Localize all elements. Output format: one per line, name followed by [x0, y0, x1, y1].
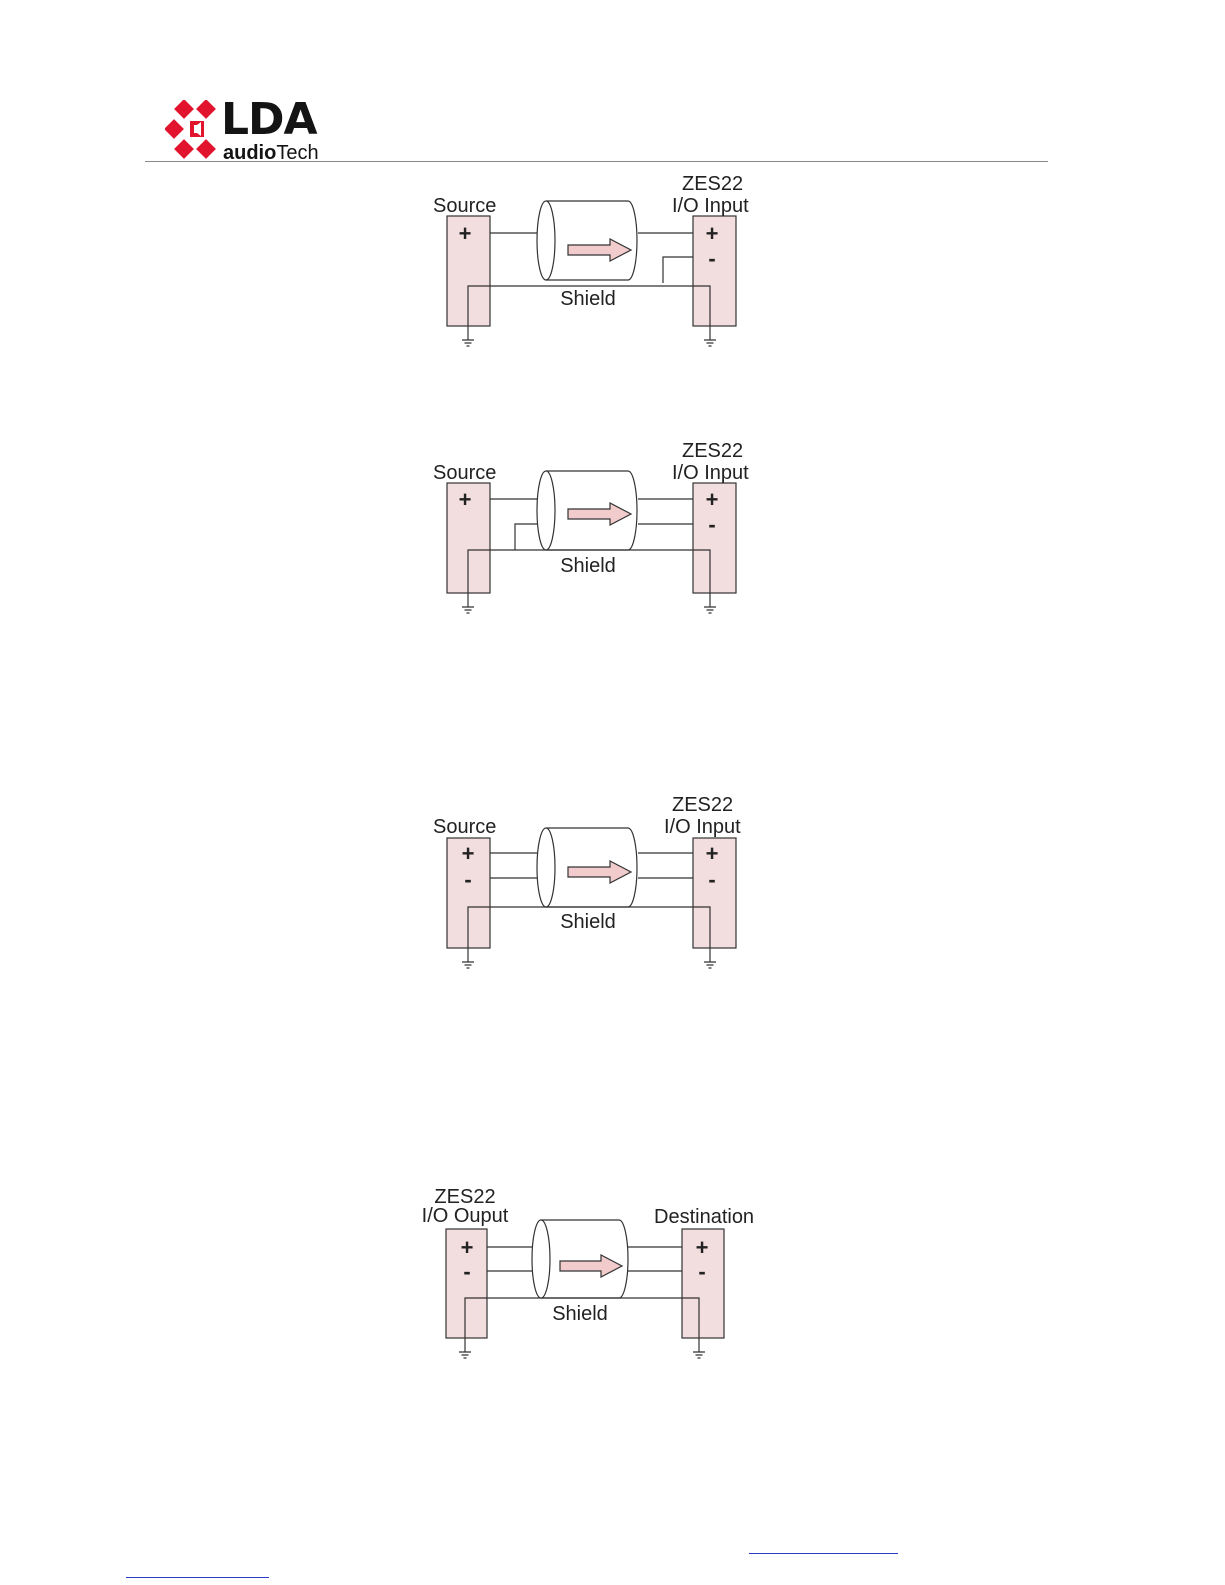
- zes22-label: ZES22: [682, 173, 743, 195]
- terminal-plus: +: [459, 487, 472, 512]
- terminal-minus: -: [708, 867, 715, 892]
- terminal-minus: -: [464, 867, 471, 892]
- io-input-label: I/O Input: [664, 816, 741, 838]
- zes22-label: ZES22: [682, 440, 743, 462]
- terminal-plus: +: [696, 1235, 709, 1260]
- io-input-label: I/O Input: [672, 195, 749, 217]
- io-input-label: I/O Input: [672, 462, 749, 484]
- footer-link-underline[interactable]: [749, 1553, 898, 1554]
- terminal-plus: +: [706, 221, 719, 246]
- terminal-minus: -: [708, 512, 715, 537]
- header-divider: [145, 161, 1048, 162]
- wiring-diagram-2: Source ZES22 I/O Input + + - Shield: [420, 440, 770, 620]
- terminal-minus: -: [708, 246, 715, 271]
- source-label: Source: [433, 195, 496, 217]
- signal-arrow-icon: [560, 1255, 622, 1277]
- wiring-diagram-4: ZES22 I/O Ouput Destination + - + - Shie…: [415, 1185, 775, 1365]
- wiring-diagram-3: Source ZES22 I/O Input + - + - Shield: [420, 795, 770, 975]
- terminal-plus: +: [459, 221, 472, 246]
- terminal-minus: -: [463, 1259, 470, 1284]
- io-output-label: I/O Ouput: [422, 1205, 509, 1227]
- cable-shield-icon: [537, 201, 637, 280]
- footer-link-underline[interactable]: [126, 1577, 269, 1578]
- logo-diamonds-icon: [165, 100, 225, 164]
- signal-arrow-icon: [568, 239, 631, 261]
- destination-label: Destination: [654, 1206, 754, 1228]
- lda-audiotech-logo: LDA audioTech: [165, 100, 365, 164]
- terminal-plus: +: [706, 841, 719, 866]
- shield-label: Shield: [552, 1303, 608, 1325]
- signal-arrow-icon: [568, 503, 631, 525]
- shield-label: Shield: [560, 555, 616, 577]
- source-label: Source: [433, 816, 496, 838]
- shield-label: Shield: [560, 911, 616, 933]
- cable-shield-icon: [532, 1220, 628, 1298]
- zes22-label: ZES22: [672, 794, 733, 816]
- terminal-plus: +: [706, 487, 719, 512]
- signal-arrow-icon: [568, 861, 631, 883]
- terminal-minus: -: [698, 1259, 705, 1284]
- terminal-plus: +: [462, 841, 475, 866]
- terminal-plus: +: [461, 1235, 474, 1260]
- shield-label: Shield: [560, 288, 616, 310]
- source-label: Source: [433, 462, 496, 484]
- logo-brand: LDA: [221, 94, 317, 145]
- wiring-diagram-1: Source ZES22 I/O Input + + - Shield: [420, 170, 770, 350]
